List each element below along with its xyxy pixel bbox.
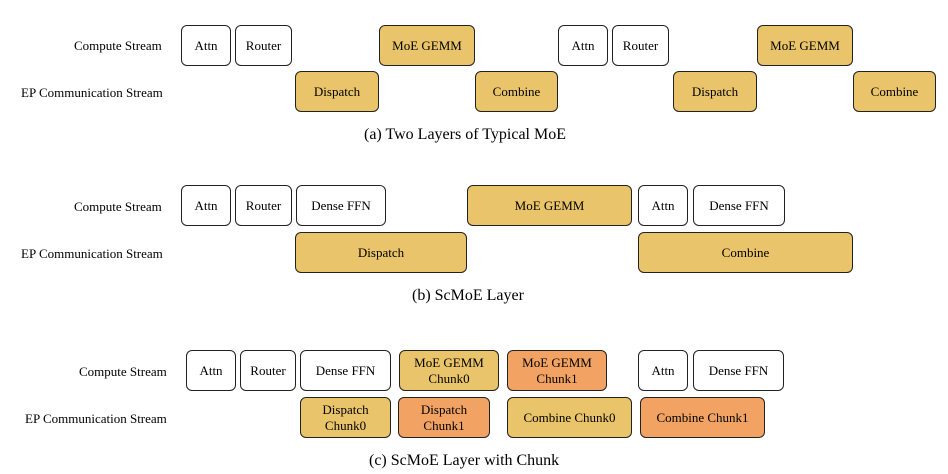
b-dense-ffn-block-2: Dense FFN: [693, 185, 785, 226]
b-dense-ffn-block-1: Dense FFN: [296, 185, 386, 226]
c-attn-block-1: Attn: [186, 350, 236, 391]
ep-comm-stream-label-b: EP Communication Stream: [21, 246, 163, 261]
c-combine-chunk0-block: Combine Chunk0: [507, 397, 632, 438]
a-attn-block-1: Attn: [181, 25, 231, 66]
compute-stream-label-a: Compute Stream: [74, 38, 162, 53]
b-moe-gemm-block: MoE GEMM: [467, 185, 632, 226]
a-moe-gemm-block-1: MoE GEMM: [379, 25, 475, 66]
ep-comm-stream-label-a: EP Communication Stream: [21, 85, 163, 100]
c-dense-ffn-block-2: Dense FFN: [693, 350, 784, 391]
caption-a: (a) Two Layers of Typical MoE: [364, 126, 566, 143]
ep-comm-stream-label-c: EP Communication Stream: [25, 411, 167, 426]
b-attn-block-2: Attn: [638, 185, 688, 226]
a-combine-block-2: Combine: [853, 71, 936, 112]
compute-stream-label-b: Compute Stream: [74, 199, 162, 214]
c-dispatch-chunk0-block: Dispatch Chunk0: [300, 397, 391, 438]
b-router-block: Router: [235, 185, 292, 226]
a-router-block-1: Router: [235, 25, 292, 66]
caption-b: (b) ScMoE Layer: [412, 287, 524, 304]
caption-c: (c) ScMoE Layer with Chunk: [369, 452, 560, 469]
c-combine-chunk1-block: Combine Chunk1: [640, 397, 765, 438]
a-dispatch-block-2: Dispatch: [673, 71, 757, 112]
a-attn-block-2: Attn: [558, 25, 608, 66]
a-dispatch-block-1: Dispatch: [295, 71, 379, 112]
c-moe-gemm-chunk1-block: MoE GEMM Chunk1: [507, 350, 607, 391]
c-router-block: Router: [240, 350, 296, 391]
b-combine-block: Combine: [638, 232, 853, 273]
b-attn-block-1: Attn: [181, 185, 231, 226]
c-attn-block-2: Attn: [638, 350, 688, 391]
a-combine-block-1: Combine: [475, 71, 558, 112]
c-dense-ffn-block-1: Dense FFN: [300, 350, 391, 391]
c-moe-gemm-chunk0-block: MoE GEMM Chunk0: [399, 350, 499, 391]
a-moe-gemm-block-2: MoE GEMM: [757, 25, 853, 66]
c-dispatch-chunk1-block: Dispatch Chunk1: [398, 397, 490, 438]
compute-stream-label-c: Compute Stream: [79, 364, 167, 379]
a-router-block-2: Router: [612, 25, 669, 66]
b-dispatch-block: Dispatch: [295, 232, 467, 273]
